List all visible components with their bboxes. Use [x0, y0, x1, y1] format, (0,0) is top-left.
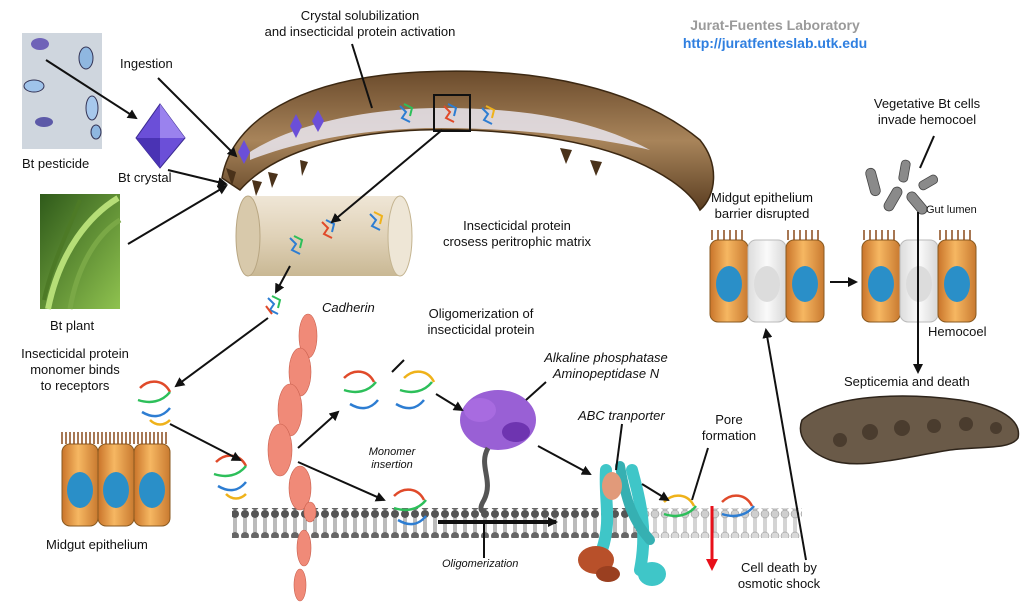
arrow-abc-label: [615, 423, 623, 471]
bt-crystal-shape: [135, 103, 186, 169]
label-oligomerization-of: Oligomerization of insecticidal protein: [396, 306, 566, 338]
vegetative-bt-cells: [865, 159, 939, 215]
label-receptors-gpi: Alkaline phosphatase Aminopeptidase N: [536, 350, 676, 382]
flow-arrows: [45, 43, 935, 561]
label-abc-transporter: ABC tranporter: [578, 408, 665, 423]
arrow-abc-to-pore: [641, 483, 670, 502]
receptor-bound-monomer: [137, 380, 172, 426]
label-pore-formation-line1: Pore: [715, 412, 743, 427]
arrow-crystal-to-larva: [167, 169, 228, 187]
label-monomer-binds-line1: Insecticidal protein: [21, 346, 129, 361]
cell-membrane: [232, 508, 802, 538]
label-cell-death: Cell death by osmotic shock: [724, 560, 834, 592]
label-barrier-disrupted: Midgut epithelium barrier disrupted: [692, 190, 832, 222]
monomer-on-cadherin: [213, 454, 248, 500]
label-vegetative-bt-line1: Vegetative Bt cells: [873, 96, 981, 111]
label-oligomerization: Oligomerization: [442, 558, 519, 570]
label-bt-crystal: Bt crystal: [118, 170, 172, 185]
cadherin-receptor: [267, 313, 318, 602]
arrow-ingestion: [157, 77, 238, 158]
abc-transporter: [578, 461, 666, 586]
arrow-plant-to-larva: [127, 184, 228, 245]
arrow-aph-label: [525, 381, 547, 401]
label-crosses-matrix: Insecticidal protein crosess peritrophic…: [422, 218, 612, 250]
label-monomer-insertion-line2: insertion: [371, 459, 413, 471]
label-monomer-binds: Insecticidal protein monomer binds to re…: [0, 346, 150, 394]
arrow-aph-to-abc: [537, 445, 592, 475]
lab-credit: Jurat-Fuentes Laboratory http://juratfen…: [650, 16, 900, 52]
arrow-oligomer-to-aph: [435, 393, 464, 412]
label-cadherin: Cadherin: [322, 300, 375, 315]
lab-url-link[interactable]: http://juratfenteslab.utk.edu: [682, 35, 868, 51]
pore-complex: [663, 494, 755, 518]
label-barrier-disrupted-line2: barrier disrupted: [714, 206, 810, 221]
label-ingestion: Ingestion: [120, 56, 173, 71]
larva-illustration: [221, 70, 715, 212]
arrow-cadherin-to-oligomer: [297, 410, 340, 449]
arrow-solubilization: [351, 43, 373, 109]
label-pore-formation-line2: formation: [701, 428, 757, 443]
label-bt-pesticide: Bt pesticide: [22, 156, 90, 171]
label-crosses-matrix-line1: Insecticidal protein: [463, 218, 571, 233]
arrow-cadherin-to-insertion: [297, 461, 386, 502]
label-monomer-insertion-line1: Monomer: [368, 446, 416, 458]
midgut-epithelium-cells: [61, 432, 171, 527]
arrow-vegetative-label: [919, 135, 935, 169]
label-aminopeptidase: Aminopeptidase N: [552, 366, 660, 381]
label-oligomerization-of-line2: insecticidal protein: [427, 322, 535, 337]
label-monomer-insertion: Monomer insertion: [362, 446, 422, 472]
arrow-pesticide-to-crystal: [45, 59, 138, 120]
arrow-box-to-matrix: [330, 129, 443, 224]
arrow-epithelium-to-cadherin: [169, 423, 242, 461]
label-monomer-binds-line2: monomer binds: [30, 362, 120, 377]
arrow-monomer-to-receptor: [174, 317, 269, 388]
label-vegetative-bt: Vegetative Bt cells invade hemocoel: [852, 96, 1002, 128]
lab-name: Jurat-Fuentes Laboratory: [690, 17, 860, 33]
protein-monomer: [265, 295, 282, 315]
arrow-oligomerization-label: [391, 359, 405, 373]
label-monomer-binds-line3: to receptors: [40, 378, 110, 393]
invaded-epithelium: [861, 230, 977, 323]
label-septicemia: Septicemia and death: [844, 374, 970, 389]
disrupted-epithelium: [709, 230, 825, 323]
label-crystal-solubilization-line2: and insecticidal protein activation: [264, 24, 456, 39]
label-crystal-solubilization-line1: Crystal solubilization: [300, 8, 420, 23]
label-crosses-matrix-line2: crosess peritrophic matrix: [442, 234, 592, 249]
label-pore-formation: Pore formation: [694, 412, 764, 444]
peritrophic-matrix-cylinder: [235, 195, 413, 277]
alkaline-phosphatase-receptor: [460, 390, 536, 515]
protein-oligomer: [343, 370, 436, 410]
arrow-cell-death: [762, 328, 807, 561]
label-alkaline-phosphatase: Alkaline phosphatase: [544, 350, 668, 365]
label-cell-death-line2: osmotic shock: [737, 576, 821, 591]
label-gut-lumen: Gut lumen: [926, 204, 977, 216]
label-vegetative-bt-line2: invade hemocoel: [877, 112, 977, 127]
label-barrier-disrupted-line1: Midgut epithelium: [711, 190, 813, 205]
bt-plant-image: [40, 194, 122, 310]
label-bt-plant: Bt plant: [50, 318, 95, 333]
label-midgut-epithelium: Midgut epithelium: [46, 537, 148, 552]
arrow-pore-label: [691, 447, 709, 501]
label-crystal-solubilization: Crystal solubilization and insecticidal …: [230, 8, 490, 40]
label-hemocoel: Hemocoel: [928, 324, 987, 339]
label-cell-death-line1: Cell death by: [741, 560, 817, 575]
bt-pesticide-image: [22, 33, 102, 149]
arrow-matrix-to-monomer: [275, 265, 291, 294]
dead-larva: [799, 395, 1020, 465]
label-oligomerization-of-line1: Oligomerization of: [428, 306, 534, 321]
inserted-monomer: [393, 488, 427, 526]
